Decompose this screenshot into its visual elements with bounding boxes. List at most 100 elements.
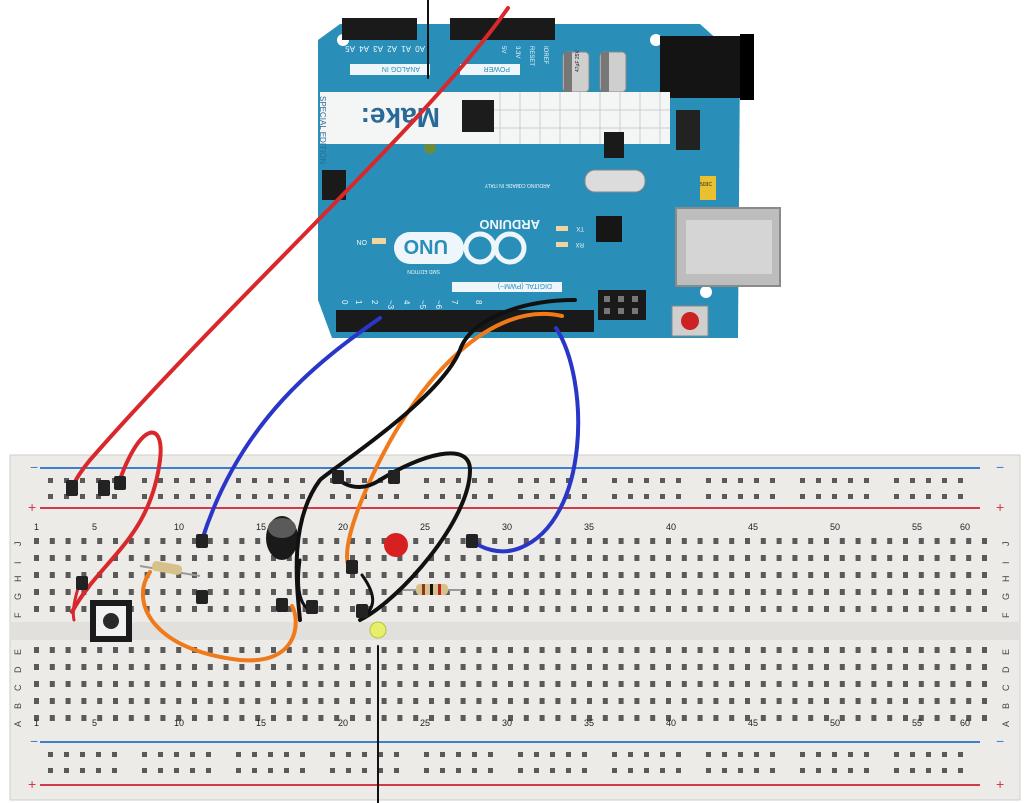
breadboard-hole[interactable] bbox=[65, 538, 71, 544]
breadboard-hole[interactable] bbox=[650, 715, 656, 721]
breadboard-hole[interactable] bbox=[666, 572, 671, 578]
breadboard-hole[interactable] bbox=[34, 715, 39, 721]
breadboard-hole[interactable] bbox=[602, 681, 608, 687]
breadboard-hole[interactable] bbox=[839, 715, 845, 721]
breadboard-hole[interactable] bbox=[697, 606, 703, 612]
breadboard-hole[interactable] bbox=[760, 664, 766, 670]
breadboard-hole[interactable] bbox=[650, 606, 656, 612]
breadboard-hole[interactable] bbox=[612, 768, 617, 773]
breadboard-hole[interactable] bbox=[926, 752, 931, 757]
breadboard-hole[interactable] bbox=[268, 494, 273, 499]
power-jack[interactable] bbox=[660, 36, 752, 98]
breadboard-hole[interactable] bbox=[460, 589, 466, 595]
breadboard-hole[interactable] bbox=[508, 606, 513, 612]
breadboard-hole[interactable] bbox=[770, 752, 775, 757]
red-wire-button[interactable] bbox=[70, 430, 163, 614]
breadboard-hole[interactable] bbox=[650, 538, 656, 544]
breadboard-hole[interactable] bbox=[855, 572, 861, 578]
breadboard-hole[interactable] bbox=[918, 538, 924, 544]
breadboard-hole[interactable] bbox=[903, 538, 908, 544]
breadboard-hole[interactable] bbox=[271, 589, 276, 595]
breadboard-hole[interactable] bbox=[864, 768, 869, 773]
breadboard-hole[interactable] bbox=[910, 494, 915, 499]
breadboard-hole[interactable] bbox=[628, 494, 633, 499]
breadboard-hole[interactable] bbox=[239, 589, 245, 595]
breadboard-hole[interactable] bbox=[223, 555, 229, 561]
breadboard-hole[interactable] bbox=[571, 664, 577, 670]
breadboard-hole[interactable] bbox=[286, 681, 292, 687]
breadboard-hole[interactable] bbox=[492, 715, 498, 721]
breadboard-hole[interactable] bbox=[239, 606, 245, 612]
breadboard-hole[interactable] bbox=[334, 715, 340, 721]
breadboard-hole[interactable] bbox=[492, 572, 498, 578]
breadboard-hole[interactable] bbox=[839, 664, 845, 670]
breadboard-hole[interactable] bbox=[824, 606, 829, 612]
breadboard-hole[interactable] bbox=[255, 555, 261, 561]
breadboard-hole[interactable] bbox=[697, 698, 703, 704]
breadboard-hole[interactable] bbox=[97, 698, 103, 704]
breadboard-hole[interactable] bbox=[871, 715, 877, 721]
breadboard-hole[interactable] bbox=[738, 478, 743, 483]
breadboard-hole[interactable] bbox=[113, 647, 118, 653]
breadboard-hole[interactable] bbox=[681, 681, 687, 687]
icsp-header[interactable] bbox=[598, 290, 646, 320]
breadboard-hole[interactable] bbox=[660, 494, 665, 499]
breadboard-hole[interactable] bbox=[550, 768, 555, 773]
breadboard-hole[interactable] bbox=[760, 715, 766, 721]
breadboard-hole[interactable] bbox=[792, 698, 798, 704]
breadboard-hole[interactable] bbox=[424, 494, 429, 499]
breadboard-hole[interactable] bbox=[982, 647, 987, 653]
breadboard-hole[interactable] bbox=[429, 538, 434, 544]
breadboard-hole[interactable] bbox=[460, 715, 466, 721]
breadboard-hole[interactable] bbox=[634, 664, 640, 670]
breadboard-hole[interactable] bbox=[334, 681, 340, 687]
breadboard-hole[interactable] bbox=[824, 572, 829, 578]
breadboard-hole[interactable] bbox=[176, 715, 182, 721]
breadboard-hole[interactable] bbox=[887, 538, 893, 544]
breadboard-hole[interactable] bbox=[966, 647, 972, 653]
breadboard-hole[interactable] bbox=[832, 478, 837, 483]
breadboard-hole[interactable] bbox=[618, 698, 624, 704]
breadboard-hole[interactable] bbox=[555, 681, 561, 687]
breadboard-hole[interactable] bbox=[460, 647, 466, 653]
breadboard-hole[interactable] bbox=[729, 715, 735, 721]
breadboard-hole[interactable] bbox=[255, 664, 261, 670]
breadboard-hole[interactable] bbox=[697, 572, 703, 578]
breadboard-hole[interactable] bbox=[158, 478, 163, 483]
breadboard-hole[interactable] bbox=[476, 538, 482, 544]
orange-wire-board[interactable] bbox=[345, 312, 564, 574]
breadboard-hole[interactable] bbox=[160, 664, 166, 670]
breadboard-hole[interactable] bbox=[97, 589, 103, 595]
breadboard-hole[interactable] bbox=[523, 606, 529, 612]
breadboard-hole[interactable] bbox=[444, 572, 450, 578]
breadboard-hole[interactable] bbox=[634, 572, 640, 578]
breadboard-hole[interactable] bbox=[534, 752, 539, 757]
breadboard-hole[interactable] bbox=[612, 494, 617, 499]
breadboard-hole[interactable] bbox=[34, 681, 39, 687]
breadboard-hole[interactable] bbox=[160, 647, 166, 653]
breadboard-hole[interactable] bbox=[808, 698, 814, 704]
breadboard-hole[interactable] bbox=[508, 572, 513, 578]
breadboard-hole[interactable] bbox=[476, 589, 482, 595]
breadboard-hole[interactable] bbox=[381, 664, 387, 670]
breadboard-hole[interactable] bbox=[602, 606, 608, 612]
breadboard-hole[interactable] bbox=[365, 572, 371, 578]
breadboard-hole[interactable] bbox=[602, 555, 608, 561]
breadboard-hole[interactable] bbox=[365, 715, 371, 721]
breadboard-hole[interactable] bbox=[81, 681, 87, 687]
breadboard-hole[interactable] bbox=[800, 768, 805, 773]
breadboard-hole[interactable] bbox=[34, 555, 39, 561]
breadboard-hole[interactable] bbox=[302, 715, 308, 721]
breadboard-hole[interactable] bbox=[808, 647, 814, 653]
breadboard-hole[interactable] bbox=[681, 538, 687, 544]
breadboard-hole[interactable] bbox=[887, 589, 893, 595]
breadboard-hole[interactable] bbox=[49, 664, 55, 670]
breadboard-hole[interactable] bbox=[582, 494, 587, 499]
breadboard-hole[interactable] bbox=[97, 538, 103, 544]
breadboard-hole[interactable] bbox=[713, 647, 719, 653]
breadboard-hole[interactable] bbox=[284, 494, 289, 499]
breadboard-hole[interactable] bbox=[722, 478, 727, 483]
breadboard-hole[interactable] bbox=[966, 606, 972, 612]
breadboard-hole[interactable] bbox=[488, 768, 493, 773]
breadboard-hole[interactable] bbox=[666, 555, 671, 561]
